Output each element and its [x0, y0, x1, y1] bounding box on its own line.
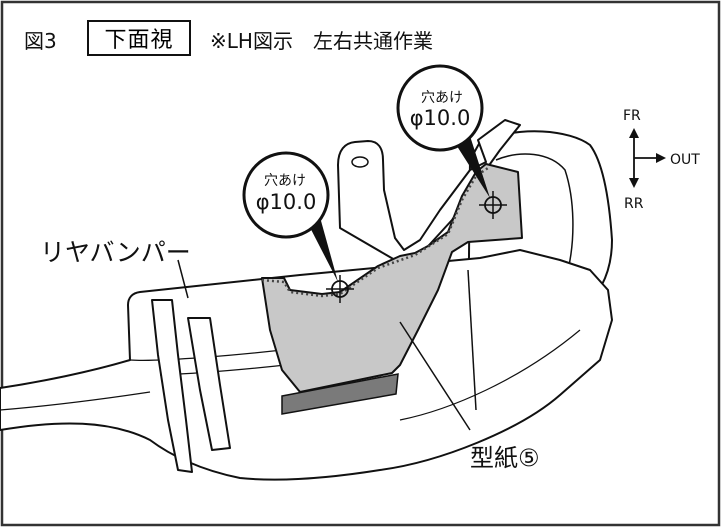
bracket-slot [351, 156, 369, 168]
hole-2-title: 穴あけ [421, 90, 463, 106]
view-label-box: 下面視 [87, 20, 191, 56]
direction-forward-label: FR [623, 108, 641, 124]
rear-bumper-label: リヤバンパー [40, 238, 191, 267]
hole-1-title: 穴あけ [264, 173, 306, 189]
direction-arrows [629, 128, 666, 188]
hole-callout-2 [396, 64, 507, 219]
figure-note: ※LH図示 左右共通作業 [210, 29, 433, 53]
template-label: 型紙⑤ [470, 444, 540, 472]
direction-outward-label: OUT [670, 152, 700, 168]
hole-callout-1 [242, 151, 354, 303]
figure-number: 図3 [24, 29, 57, 53]
view-label: 下面視 [104, 28, 174, 53]
template-leader-line [399, 321, 471, 431]
hole-1-size: φ10.0 [255, 190, 317, 214]
hole-2-size: φ10.0 [409, 106, 471, 130]
bumper-leader-line [177, 259, 189, 299]
dark-strip [281, 373, 399, 415]
direction-rear-label: RR [624, 196, 644, 212]
